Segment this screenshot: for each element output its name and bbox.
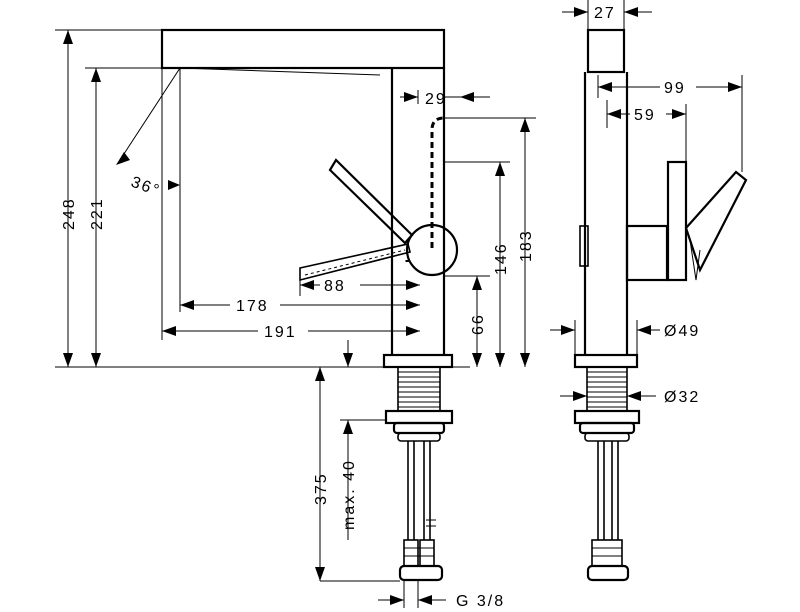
side-cartridge bbox=[625, 224, 669, 282]
dim-side-59: 59 bbox=[634, 107, 656, 124]
base-plate bbox=[382, 353, 454, 369]
front-dimensions: 248 221 36° 178 191 88 bbox=[61, 30, 536, 610]
dim-max-thickness: max. 40 bbox=[341, 459, 358, 530]
supply-hoses bbox=[398, 441, 444, 582]
dim-spout-reach: 178 bbox=[236, 298, 269, 315]
dim-angle: 36° bbox=[129, 174, 163, 200]
lever-knob bbox=[405, 223, 459, 277]
dim-height-183: 183 bbox=[518, 229, 535, 262]
dim-spout-tip: 29 bbox=[425, 91, 447, 108]
side-lever bbox=[684, 170, 748, 273]
side-threaded-shank bbox=[586, 366, 628, 412]
dim-side-99: 99 bbox=[664, 80, 686, 97]
side-spout bbox=[586, 28, 626, 74]
dim-thread: G 3/8 bbox=[456, 593, 505, 610]
side-view bbox=[573, 28, 748, 582]
dim-diameter-body: Ø49 bbox=[664, 323, 700, 340]
lever-handle bbox=[328, 158, 414, 245]
dim-diameter-base: Ø32 bbox=[664, 389, 700, 406]
threaded-shank bbox=[397, 366, 441, 412]
dim-lever-offset: 88 bbox=[324, 278, 346, 295]
dim-under-basin: 375 bbox=[313, 472, 330, 505]
side-dimensions: 27 99 59 Ø49 Ø32 bbox=[550, 0, 743, 406]
dim-height-total: 248 bbox=[61, 197, 78, 230]
dim-height-66: 66 bbox=[470, 313, 487, 335]
dim-height-146: 146 bbox=[493, 242, 510, 275]
dim-overall-reach: 191 bbox=[264, 324, 297, 341]
dim-width-27: 27 bbox=[594, 5, 616, 22]
mounting-nut bbox=[384, 409, 454, 425]
side-lever-hub bbox=[666, 160, 688, 282]
lever-open bbox=[299, 243, 411, 282]
dim-height-spout: 221 bbox=[89, 197, 106, 230]
spout-bar bbox=[160, 28, 446, 70]
